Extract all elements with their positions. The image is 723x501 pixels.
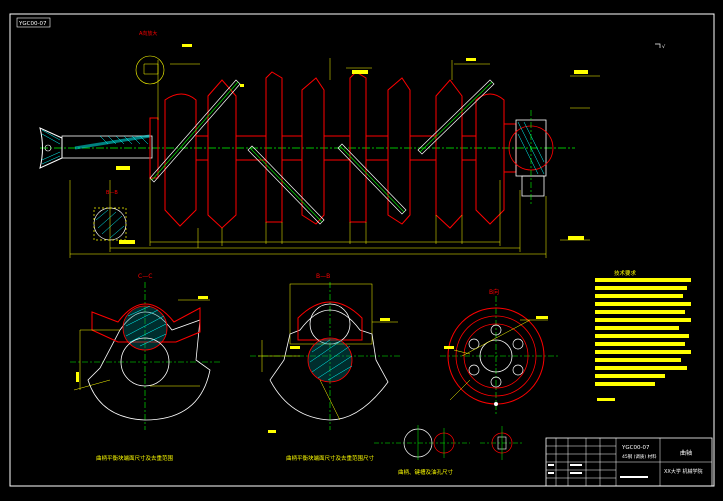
section-c-c-view: C—C 曲柄平衡块端面尺寸及去重范围 (70, 273, 220, 462)
section-b-b-view: B—B 曲柄平衡块端面尺寸及去重范围尺寸 (250, 273, 400, 462)
section-b-b-label: B—B (316, 273, 330, 280)
title-block: YGC00-07 45钢 (调质) 材料 曲轴 XX大学 机械学院 (545, 437, 713, 487)
flange-b-view: B向 (440, 288, 560, 416)
section-c-c-caption: 曲柄平衡块端面尺寸及去重范围 (96, 454, 174, 462)
section-c-c-label: C—C (138, 273, 152, 280)
notes-title: 技术要求 (614, 269, 637, 277)
section-view-icon: A向放大 (135, 30, 165, 85)
svg-text:√: √ (662, 44, 666, 50)
title-block-part-number: YGC00-07 (621, 445, 650, 451)
svg-text:B—B: B—B (106, 190, 118, 196)
section-b-b-caption: 曲柄平衡块端面尺寸及去重范围尺寸 (286, 454, 375, 462)
title-block-sub-title: 45钢 (调质) 材料 (622, 453, 657, 460)
sheet-border (9, 13, 715, 487)
crankshaft-main-view: A向放大 B—B (39, 30, 600, 258)
svg-text:A向放大: A向放大 (139, 30, 157, 37)
drawing-number-text: YGC00-07 (18, 21, 47, 27)
flange-view-label: B向 (489, 288, 499, 296)
title-block-org: XX大学 机械学院 (664, 468, 702, 475)
drawing-number-box: YGC00-07 (16, 17, 51, 28)
title-block-drawing-name: 曲轴 (680, 449, 692, 457)
technical-notes-block: 技术要求 (595, 269, 691, 401)
note-lines (595, 278, 691, 401)
keyway-detail-views: 曲柄、键槽及油孔尺寸 (374, 425, 524, 476)
ucs-icon: √ (655, 43, 666, 50)
keyway-caption: 曲柄、键槽及油孔尺寸 (398, 468, 454, 476)
